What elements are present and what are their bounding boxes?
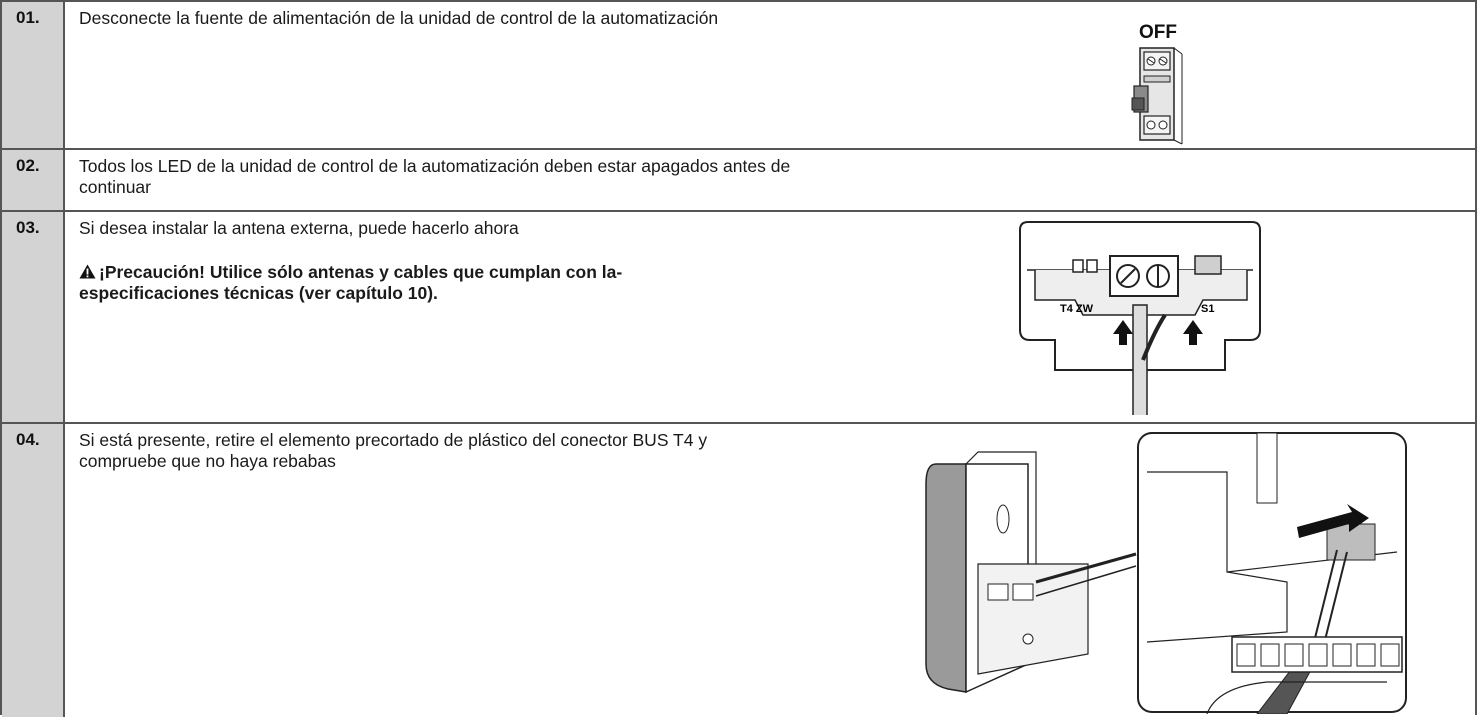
table-row-step-03: 03. Si desea instalar la antena externa,…: [0, 210, 1477, 424]
control-unit-side-illustration: [925, 451, 1137, 694]
step-number-cell: 04.: [2, 424, 65, 717]
step-text: Si está presente, retire el elemento pre…: [79, 430, 708, 471]
warning-triangle-icon: [79, 264, 96, 279]
bus-t4-connector-detail-illustration: [1137, 432, 1407, 714]
step-number: 03.: [16, 218, 40, 237]
terminal-label-s1: S1: [1201, 303, 1214, 315]
step-text: Desconecte la fuente de alimentación de …: [79, 8, 719, 28]
warning-text: ¡Precaución! Utilice sólo antenas y cabl…: [79, 262, 623, 303]
circuit-breaker-illustration: [1131, 47, 1183, 145]
warning-note: ¡Precaución! Utilice sólo antenas y cabl…: [79, 262, 639, 304]
table-row-step-02: 02. Todos los LED de la unidad de contro…: [0, 148, 1477, 212]
step-text: Si desea instalar la antena externa, pue…: [79, 218, 519, 238]
step-number-cell: 02.: [2, 150, 65, 212]
step-number-cell: 01.: [2, 2, 65, 150]
table-row-step-04: 04. Si está presente, retire el elemento…: [0, 422, 1477, 717]
step-text: Todos los LED de la unidad de control de…: [79, 156, 791, 197]
step-number: 04.: [16, 430, 40, 449]
terminal-label-t4zw: T4 ZW: [1060, 303, 1094, 315]
terminal-block: [1231, 636, 1403, 673]
table-right-border: [1475, 0, 1477, 715]
step-number-cell: 03.: [2, 212, 65, 424]
off-label: OFF: [1139, 22, 1177, 43]
table-row-step-01: 01. Desconecte la fuente de alimentación…: [0, 0, 1477, 150]
table-left-border: [0, 0, 2, 715]
step-number: 02.: [16, 156, 40, 175]
step-number: 01.: [16, 8, 40, 27]
antenna-terminal-illustration: T4 ZW S1: [1019, 221, 1261, 415]
